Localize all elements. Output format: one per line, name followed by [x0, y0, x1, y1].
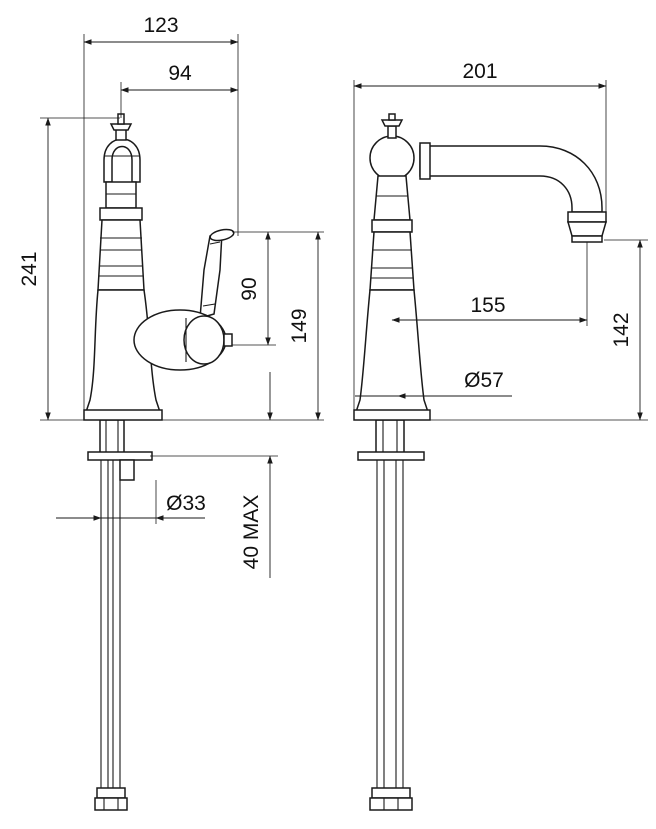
front-lever-handle — [199, 228, 235, 320]
front-fixing-shank — [87, 419, 153, 481]
side-body — [353, 113, 431, 421]
dimension-side-spout-reach: 201 — [353, 60, 607, 410]
label-side-spout-reach: 201 — [462, 60, 497, 83]
dimension-handle-axis-height: 149 — [162, 231, 324, 421]
label-handle-offset: 94 — [168, 62, 192, 85]
label-base-diameter: Ø57 — [464, 369, 504, 392]
label-lever-height: 90 — [238, 277, 261, 300]
dimension-lever-height: 90 — [232, 231, 276, 346]
side-spout — [419, 142, 607, 243]
label-handle-axis-height: 149 — [288, 308, 311, 343]
label-spout-height: 142 — [610, 312, 633, 347]
front-view — [83, 113, 235, 811]
side-fixing-shank — [357, 419, 425, 461]
dimension-overall-width: 123 — [83, 14, 239, 420]
dimension-deck-thickness: 40 MAX — [150, 372, 278, 578]
front-supply-hoses — [94, 460, 128, 811]
label-total-height: 241 — [18, 251, 41, 286]
side-supply-hoses — [369, 460, 413, 811]
label-hole-diameter: Ø33 — [166, 492, 206, 515]
dimension-spout-height: 142 — [430, 239, 648, 421]
label-overall-width: 123 — [143, 14, 178, 37]
front-spout — [103, 113, 141, 183]
label-deck-thickness: 40 MAX — [240, 495, 263, 570]
front-body — [83, 181, 233, 421]
label-spout-axis-reach: 155 — [470, 294, 505, 317]
dimension-base-diameter: Ø57 — [355, 369, 512, 399]
side-view — [353, 113, 607, 811]
dimension-handle-offset: 94 — [120, 62, 239, 118]
dimension-hole-diameter: Ø33 — [56, 480, 206, 524]
dimension-spout-axis-reach: 155 — [391, 242, 588, 326]
dimension-total-height: 241 — [18, 117, 120, 421]
